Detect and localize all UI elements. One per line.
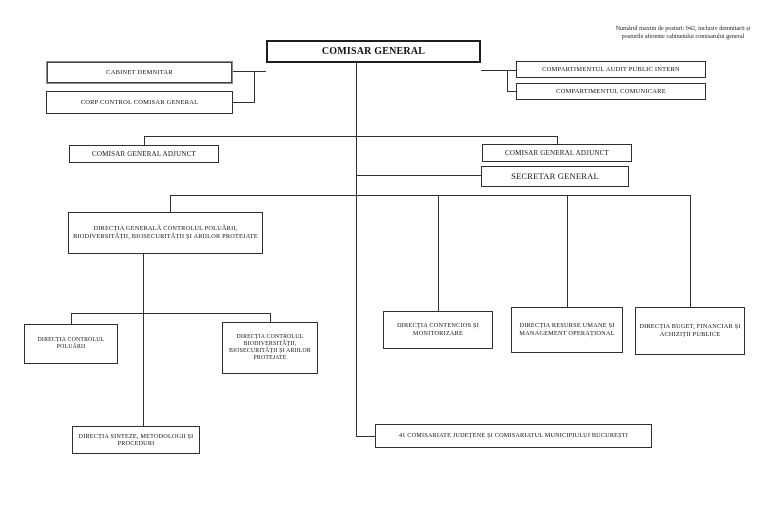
connector-left-drop — [254, 71, 255, 102]
connector-biodiversitate-drop — [270, 313, 271, 322]
node-adjunct-right: COMISAR GENERAL ADJUNCT — [482, 144, 632, 162]
node-directia-contencios: DIRECȚIA CONTENCIOS ȘI MONITORIZARE — [383, 311, 493, 349]
node-dg-control-poluarii: DIRECȚIA GENERALĂ CONTROLUL POLUĂRII, BI… — [68, 212, 263, 254]
connector-adjunct-left-drop — [144, 136, 145, 145]
node-comisariate-judetene: 41 COMISARIATE JUDEȚENE ȘI COMISARIATUL … — [375, 424, 652, 448]
max-posts-note: Numărul maxim de posturi: 942, inclusiv … — [597, 25, 769, 41]
max-posts-note-line2: posturile aferente cabinetului comisarul… — [621, 32, 745, 40]
node-directia-controlul-biodiversitatii: DIRECȚIA CONTROLUL BIODIVERSITĂȚII, BIOS… — [222, 322, 318, 374]
connector-comisariate-elbow — [356, 436, 375, 437]
node-comunicare: COMPARTIMENTUL COMUNICARE — [516, 83, 706, 100]
connector-contencios-drop — [438, 195, 439, 311]
node-directia-resurse-umane: DIRECȚIA RESURSE UMANE ȘI MANAGEMENT OPE… — [511, 307, 623, 353]
node-comisar-general: COMISAR GENERAL — [266, 40, 481, 63]
node-adjunct-left: COMISAR GENERAL ADJUNCT — [69, 145, 219, 163]
connector-dg-drop — [170, 195, 171, 212]
connector-tier2-horizontal — [144, 136, 557, 137]
connector-dg-to-sinteze — [143, 254, 144, 426]
connector-resurse-drop — [567, 195, 568, 307]
connector-to-corp-control — [233, 102, 255, 103]
connector-sub-horizontal — [71, 313, 271, 314]
connector-cg-to-audit — [481, 70, 516, 71]
connector-buget-drop — [690, 195, 691, 307]
connector-cg-to-cabinet — [233, 71, 266, 72]
node-cabinet-demnitar: CABINET DEMNITAR — [46, 61, 233, 84]
node-audit-public-intern: COMPARTIMENTUL AUDIT PUBLIC INTERN — [516, 61, 706, 78]
connector-right-drop — [507, 70, 508, 91]
max-posts-note-line1: Numărul maxim de posturi: 942, inclusiv … — [615, 25, 751, 32]
node-directia-buget: DIRECȚIA BUGET, FINANCIAR ȘI ACHIZIȚII P… — [635, 307, 745, 355]
connector-poluarii-drop — [71, 313, 72, 324]
connector-secretar — [356, 175, 481, 176]
node-secretar-general: SECRETAR GENERAL — [481, 166, 629, 187]
connector-adjunct-right-drop — [557, 136, 558, 144]
connector-center-vertical — [356, 62, 357, 437]
connector-tier3-horizontal — [170, 195, 690, 196]
node-corp-control: CORP CONTROL COMISAR GENERAL — [46, 91, 233, 114]
node-directia-sinteze: DIRECȚIA SINTEZE, METODOLOGII ȘI PROCEDU… — [72, 426, 200, 454]
node-directia-controlul-poluarii: DIRECȚIA CONTROLUL POLUĂRII — [24, 324, 118, 364]
connector-to-comunicare — [507, 91, 516, 92]
